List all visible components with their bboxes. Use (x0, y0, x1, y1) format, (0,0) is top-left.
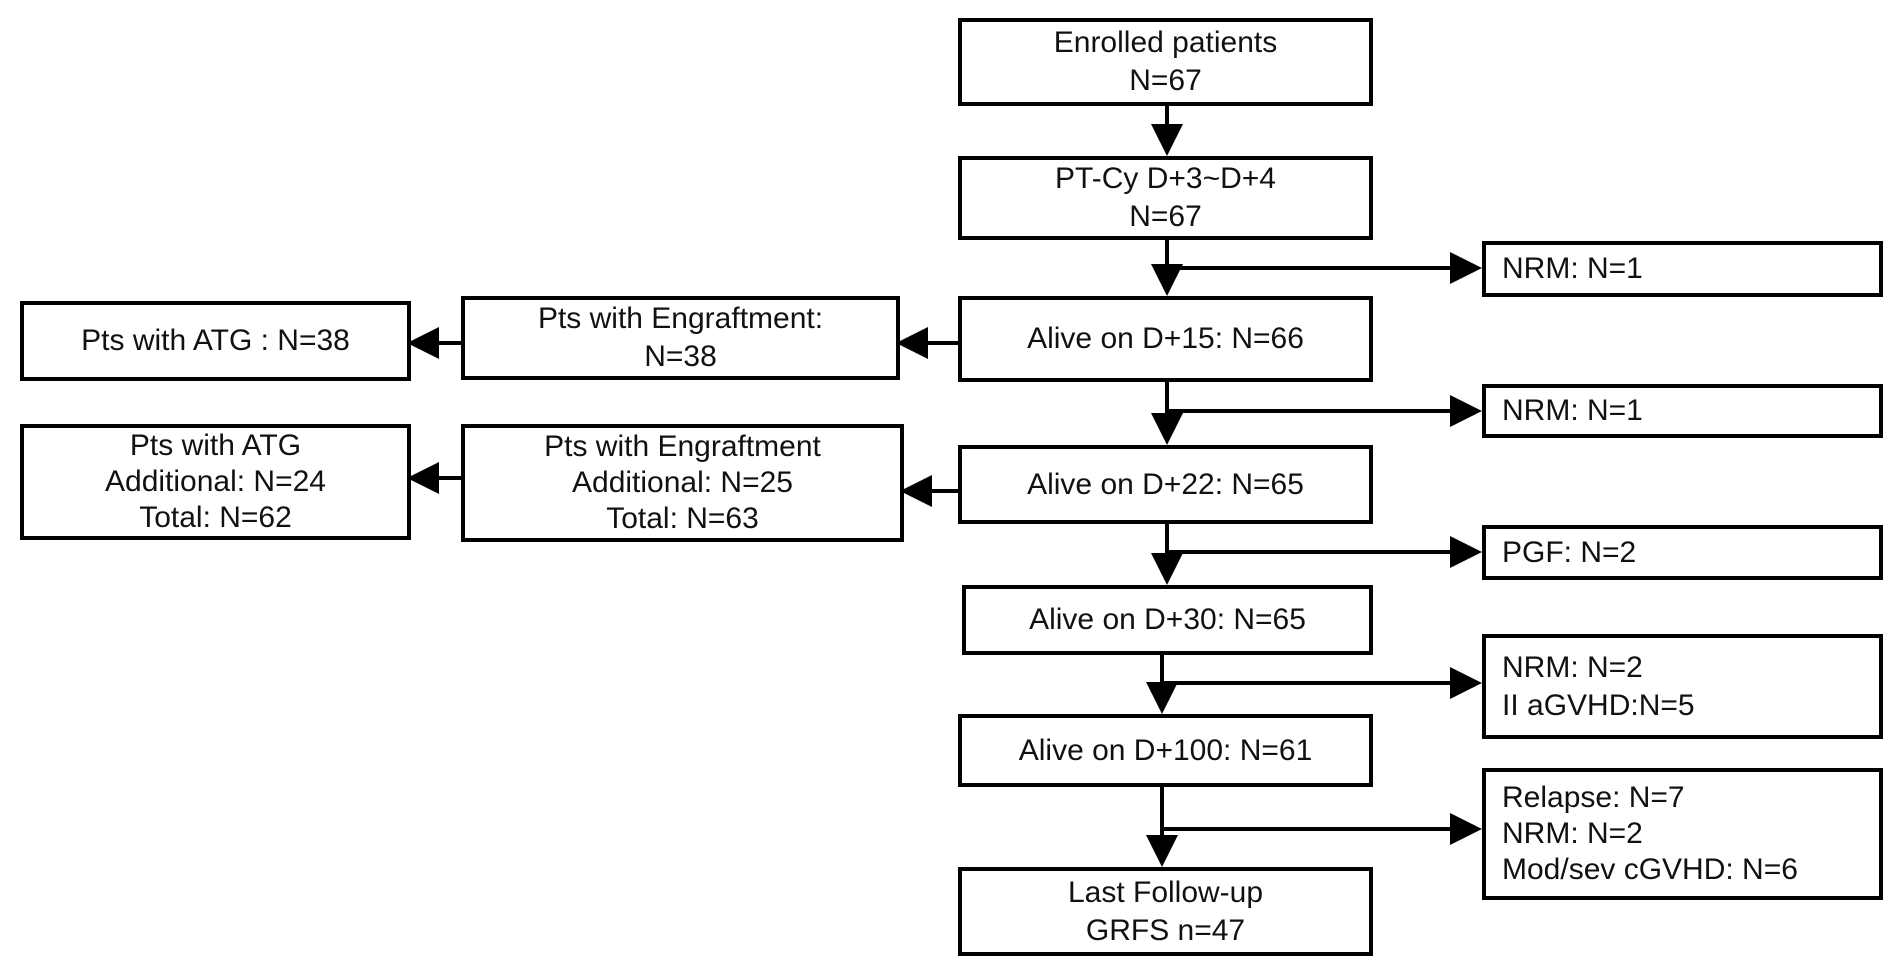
enrolled-count: N=67 (1129, 64, 1202, 97)
box-exit-pgf: PGF: N=2 (1482, 525, 1883, 580)
engraftment-d15-count: N=38 (644, 340, 717, 373)
alive-d15-label: Alive on D+15: N=66 (1027, 322, 1304, 355)
atg-d22-total: Total: N=62 (139, 501, 292, 534)
box-alive-d15: Alive on D+15: N=66 (958, 296, 1373, 382)
ptcy-count: N=67 (1129, 200, 1202, 233)
atg-d15-text: Pts with ATG : N=38 (81, 324, 350, 357)
alive-d22-label: Alive on D+22: N=65 (1027, 467, 1304, 501)
box-alive-d22: Alive on D+22: N=65 (958, 445, 1373, 524)
box-atg-d22: Pts with ATG Additional: N=24 Total: N=6… (20, 424, 411, 540)
ptcy-label: PT-Cy D+3~D+4 (1055, 162, 1276, 195)
box-exit-nrm-d15: NRM: N=1 (1482, 241, 1883, 297)
exit-d100-nrm-text: NRM: N=2 (1502, 817, 1643, 850)
engraftment-d15-label: Pts with Engraftment: (537, 302, 824, 335)
exit-d30-agvhd-text: II aGVHD:N=5 (1502, 688, 1695, 722)
box-last-follow-up: Last Follow-up GRFS n=47 (958, 867, 1373, 956)
exit-nrm-d22-text: NRM: N=1 (1502, 394, 1643, 427)
exit-d100-cgvhd-text: Mod/sev cGVHD: N=6 (1502, 853, 1798, 886)
atg-d22-additional: Additional: N=24 (105, 465, 326, 498)
exit-d100-relapse-text: Relapse: N=7 (1502, 781, 1685, 814)
box-alive-d100: Alive on D+100: N=61 (958, 714, 1373, 787)
box-exit-d30: NRM: N=2 II aGVHD:N=5 (1482, 634, 1883, 739)
exit-d30-nrm-text: NRM: N=2 (1502, 650, 1643, 684)
engraftment-d22-label: Pts with Engraftment (544, 430, 821, 463)
box-exit-nrm-d22: NRM: N=1 (1482, 384, 1883, 438)
box-engraftment-d22: Pts with Engraftment Additional: N=25 To… (461, 424, 904, 542)
alive-d30-label: Alive on D+30: N=65 (1029, 603, 1306, 636)
engraftment-d22-total: Total: N=63 (606, 502, 759, 535)
box-alive-d30: Alive on D+30: N=65 (962, 585, 1373, 655)
exit-pgf-text: PGF: N=2 (1502, 535, 1637, 569)
grfs-count: GRFS n=47 (1085, 913, 1246, 947)
exit-nrm-d15-text: NRM: N=1 (1502, 252, 1643, 285)
box-ptcy: PT-Cy D+3~D+4 N=67 (958, 156, 1373, 240)
enrolled-label: Enrolled patients (1053, 26, 1278, 59)
box-engraftment-d15: Pts with Engraftment: N=38 (461, 296, 900, 380)
atg-d22-label: Pts with ATG (129, 429, 302, 462)
box-enrolled-patients: Enrolled patients N=67 (958, 18, 1373, 106)
box-atg-d15: Pts with ATG : N=38 (20, 301, 411, 381)
alive-d100-label: Alive on D+100: N=61 (1018, 733, 1313, 767)
last-follow-up-label: Last Follow-up (1067, 875, 1264, 909)
engraftment-d22-additional: Additional: N=25 (572, 466, 793, 499)
box-exit-d100: Relapse: N=7 NRM: N=2 Mod/sev cGVHD: N=6 (1482, 768, 1883, 900)
